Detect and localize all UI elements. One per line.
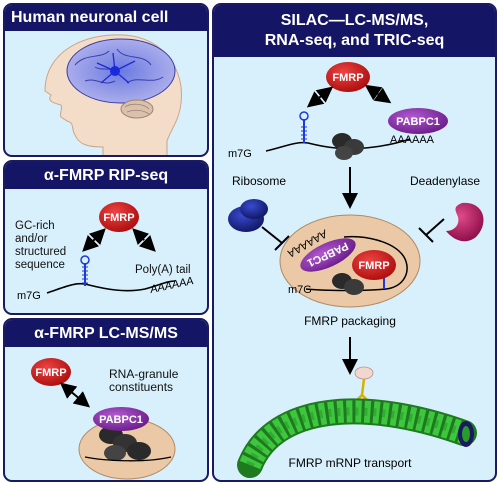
mrnp-cargo (354, 366, 374, 380)
hairpin-loop (80, 255, 90, 265)
transport-label: FMRP mRNP transport (289, 456, 413, 470)
lcms-diagram: FMRP PABPC1 (31, 358, 176, 480)
pabpc1-protein (93, 407, 149, 431)
cerebellum (120, 99, 154, 119)
inhibit-deadenylase (425, 218, 445, 236)
binding-arrow-polya (132, 228, 156, 252)
pabpc1-label: PABPC1 (99, 414, 143, 426)
fmrp-label: FMRP (103, 212, 134, 224)
arrow-fmrp-pabpc1 (364, 84, 392, 104)
brain (66, 38, 176, 104)
panel-title: SILAC—LC-MS/MS, RNA-seq, and TRIC-seq (214, 5, 495, 57)
fmrp-protein-top (326, 62, 370, 92)
rip-seq-panel: α-FMRP RIP-seq FMRP m7G AAAAAA GC-rich a… (3, 160, 209, 315)
mrna-top (265, 138, 411, 152)
gc-rich-label: GC-rich and/or structured sequence (15, 220, 67, 271)
packaging-label: FMRP packaging (304, 314, 396, 328)
mrna-mid (305, 235, 408, 292)
rip-seq-diagram: FMRP m7G AAAAAA (17, 202, 195, 302)
silac-panel: SILAC—LC-MS/MS, RNA-seq, and TRIC-seq (212, 3, 497, 482)
fmrp-protein-mid (352, 250, 396, 280)
panel-title: α-FMRP RIP-seq (5, 162, 207, 189)
lcms-panel: α-FMRP LC-MS/MS FMRP PABPC1 (3, 318, 209, 482)
inhibit-ribosome (261, 226, 283, 244)
ribosome-mid (332, 273, 364, 295)
human-neuronal-cell-panel: Human neuronal cell (3, 3, 209, 157)
pabpc1-protein-mid (300, 238, 356, 272)
deadenylase-icon (446, 202, 484, 242)
human-head-illustration (44, 34, 182, 155)
interaction-arrow (59, 382, 91, 408)
ribosome-top (332, 133, 364, 160)
mrna-strand (46, 280, 176, 294)
motor-stalk (355, 378, 369, 402)
cap-top-label: m7G (228, 148, 252, 160)
constituents-label: RNA-granule constituents (109, 367, 179, 394)
polya-label: Poly(A) tail (135, 264, 191, 276)
fmrp-protein (99, 202, 139, 232)
panel-title: Human neuronal cell (5, 5, 207, 31)
tail-sequence: AAAAAA (148, 275, 195, 296)
pabpc1-protein-top (388, 108, 448, 134)
ribosome-label: Ribosome (232, 174, 286, 188)
fmrp-protein (31, 358, 71, 386)
silac-diagram: FMRP PABPC1 m7G AAAAAA Ribosome Deadenyl… (228, 62, 484, 478)
fmrp-top-label: FMRP (332, 72, 363, 84)
cap-mid-label: m7G (288, 284, 312, 296)
fmrp-label: FMRP (35, 367, 66, 379)
pabpc1-top-label: PABPC1 (396, 116, 440, 128)
binding-arrow-structure (82, 228, 106, 252)
cap-label: m7G (17, 290, 41, 302)
deadenylase-label: Deadenylase (410, 174, 480, 188)
panel-title: α-FMRP LC-MS/MS (5, 320, 207, 347)
arrow-fmrp-structure (306, 86, 334, 108)
ribosome-inhibitor-icon (228, 199, 268, 232)
microtubule (237, 398, 477, 478)
tail-top-label: AAAAAA (390, 134, 435, 146)
fmrp-mid-label: FMRP (358, 260, 389, 272)
